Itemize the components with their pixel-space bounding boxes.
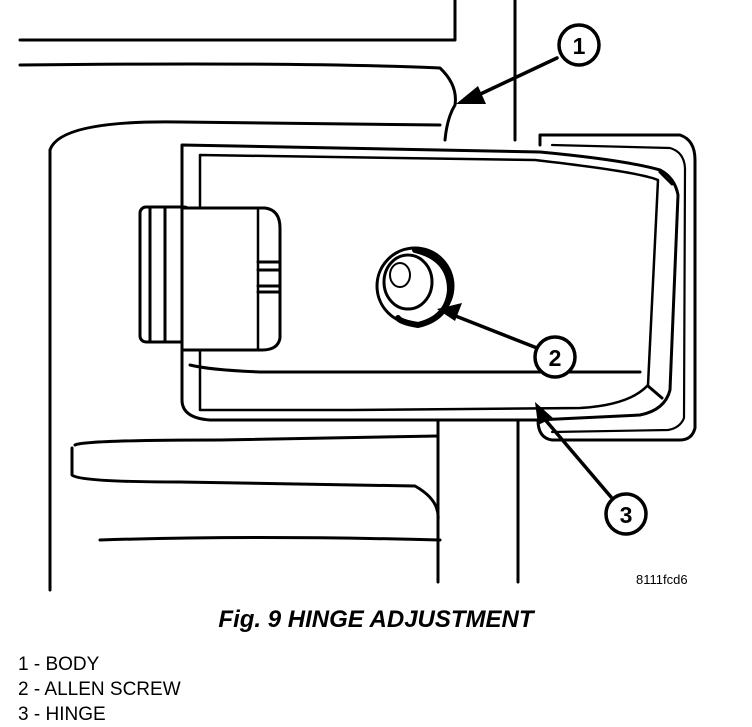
legend: 1 - BODY 2 - ALLEN SCREW 3 - HINGE [18,652,181,727]
svg-text:2: 2 [549,345,562,371]
hinge-illustration: 1 2 3 [18,0,697,592]
callout-1: 1 [557,23,601,67]
legend-item: 1 - BODY [18,654,100,675]
figure-title: Fig. 9 HINGE ADJUSTMENT [218,606,534,633]
image-code: 8111fcd6 [636,572,688,587]
callout-3: 3 [604,492,648,536]
body-outline [18,0,517,592]
legend-label: HINGE [45,704,106,725]
svg-text:3: 3 [620,502,633,528]
arrowhead-1 [456,86,486,104]
arrowhead-2 [437,303,462,321]
legend-label: ALLEN SCREW [44,679,181,700]
legend-number: 3 [18,704,29,725]
arrowhead-3 [535,402,553,425]
body-lower-outline [70,418,520,584]
hinge-outline [180,133,697,442]
legend-item: 2 - ALLEN SCREW [18,679,181,700]
striker-assembly [138,205,282,352]
legend-number: 2 [18,679,29,700]
legend-item: 3 - HINGE [18,704,106,725]
legend-number: 1 [18,654,29,675]
svg-text:1: 1 [573,33,586,59]
legend-label: BODY [45,654,100,675]
callout-2: 2 [533,335,577,379]
callout-leaders [446,56,613,499]
allen-screw [375,246,455,328]
